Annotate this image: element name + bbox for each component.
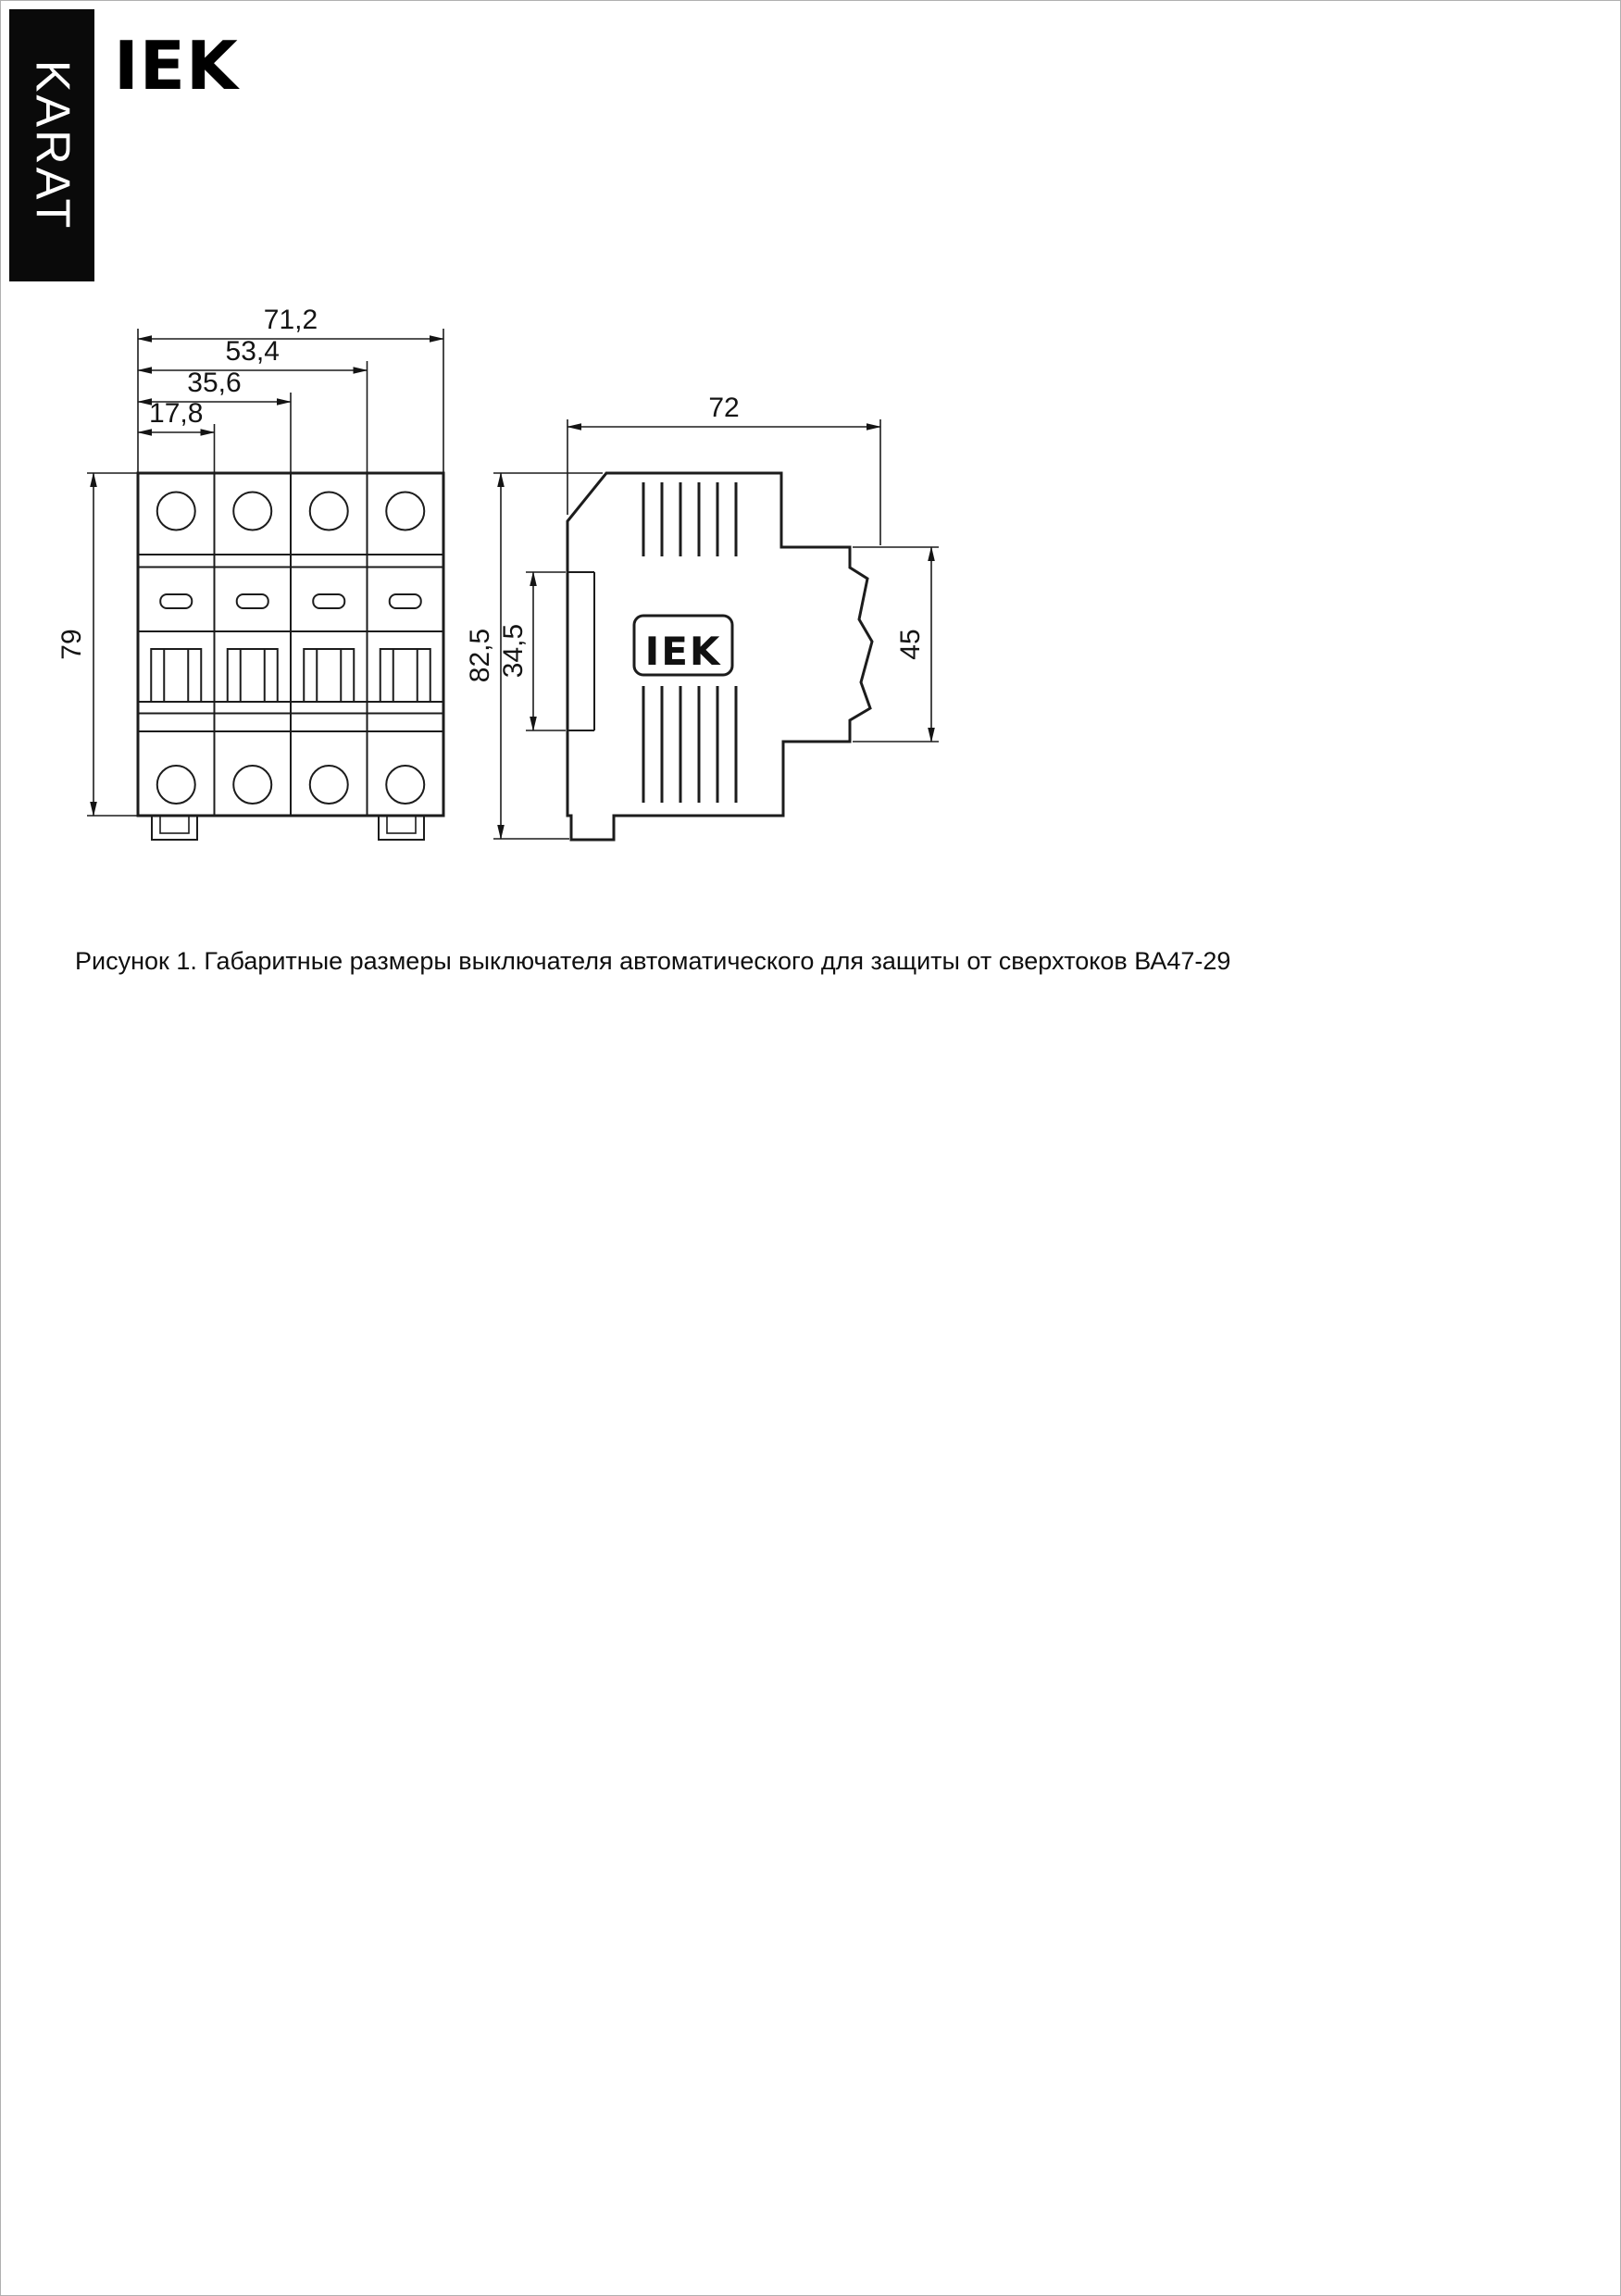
dim-one-module: 17,8: [137, 398, 216, 436]
iek-logo-box: IEK: [632, 614, 734, 677]
dimension-drawing: 71,2 53,4 35,6 17,8 79: [56, 306, 939, 842]
toggle-handle: [163, 648, 190, 703]
figure-caption: Рисунок 1. Габаритные размеры выключател…: [75, 947, 1231, 975]
dim-label-three-modules: 53,4: [226, 336, 280, 367]
marking-window: [235, 593, 269, 609]
toggle-lever: [226, 648, 279, 703]
dim-total-width: 71,2: [137, 306, 444, 343]
front-view: 71,2 53,4 35,6 17,8 79: [56, 306, 445, 841]
terminal-screw: [156, 765, 196, 805]
dim-front-height: 79: [56, 472, 97, 817]
dim-label-front-height: 79: [56, 629, 87, 659]
dim-three-modules: 53,4: [137, 336, 368, 374]
toggle-lever: [379, 648, 431, 703]
vent-slots-upper: [642, 482, 738, 556]
dim-depth: 72: [567, 393, 881, 430]
dim-two-modules: 35,6: [137, 368, 292, 406]
marking-window: [312, 593, 346, 609]
toggle-handle: [392, 648, 418, 703]
dim-label-side-height: 82,5: [465, 629, 495, 682]
dim-front-face-height: 45: [895, 546, 935, 742]
series-banner: KARAT: [9, 9, 94, 281]
din-rail-channel: [567, 571, 595, 731]
toggle-lever: [150, 648, 203, 703]
terminal-screw: [385, 765, 426, 805]
marking-window: [388, 593, 422, 609]
iek-logo-side: IEK: [645, 629, 722, 674]
terminal-screw: [385, 491, 426, 531]
side-view: IEK 72 82,5 34,5: [465, 393, 939, 842]
dim-label-one-module: 17,8: [149, 398, 203, 429]
dim-side-height: 82,5: [465, 472, 505, 840]
dim-label-front-face-height: 45: [895, 629, 926, 659]
terminal-screw: [308, 491, 349, 531]
dim-label-din-slot: 34,5: [498, 624, 529, 678]
din-clip: [378, 815, 425, 841]
din-clip: [151, 815, 198, 841]
toggle-lever: [303, 648, 355, 703]
iek-brand-logo: IEK: [114, 27, 239, 105]
terminal-screw: [156, 491, 196, 531]
terminal-screw: [308, 765, 349, 805]
terminal-screw: [232, 765, 273, 805]
dim-label-two-modules: 35,6: [187, 368, 241, 398]
series-label: KARAT: [25, 59, 80, 231]
side-view-outline: [566, 471, 874, 842]
terminal-screw: [232, 491, 273, 531]
toggle-handle: [239, 648, 266, 703]
marking-window: [159, 593, 193, 609]
dim-din-slot: 34,5: [498, 571, 537, 731]
vent-slots-lower: [642, 686, 738, 803]
dim-label-total-width: 71,2: [264, 306, 318, 335]
dim-label-depth: 72: [708, 393, 739, 423]
toggle-handle: [316, 648, 343, 703]
